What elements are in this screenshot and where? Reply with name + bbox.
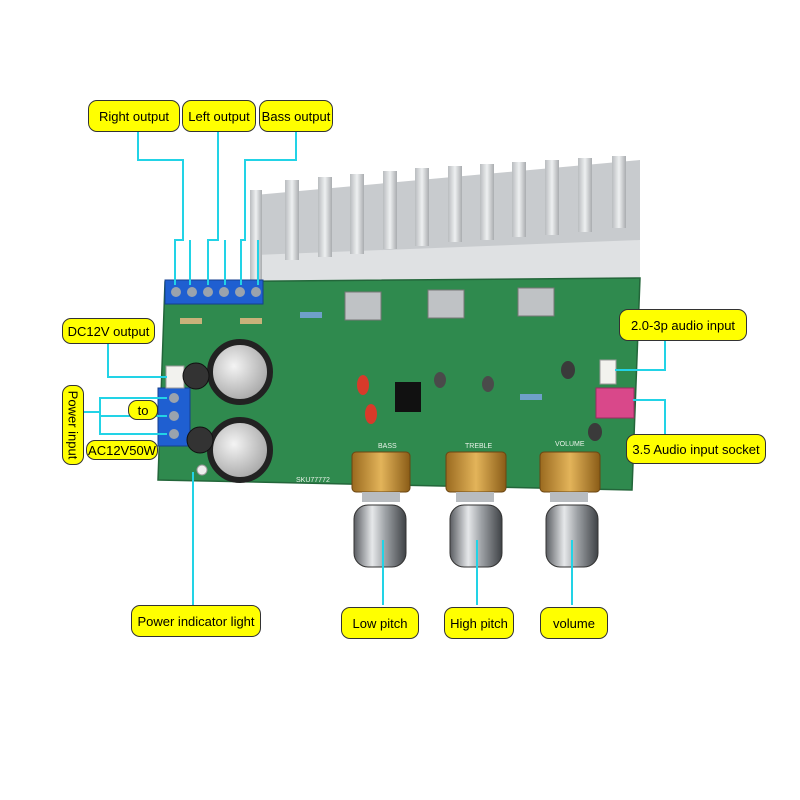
heatsink-fin	[512, 162, 526, 237]
heatsink-fin	[578, 158, 592, 232]
terminal-screw	[235, 287, 245, 297]
dc12v-connector	[165, 365, 185, 389]
power-led	[196, 464, 208, 476]
label-audio-input-socket: 3.5 Audio input socket	[626, 434, 766, 464]
board-label-volume: VOLUME	[555, 441, 585, 448]
bass-potentiometer	[351, 451, 411, 568]
heatsink-fin	[383, 171, 397, 249]
heatsink-fin	[318, 177, 332, 257]
terminal-screw	[251, 287, 261, 297]
label-low-pitch: Low pitch	[341, 607, 419, 639]
label-high-pitch: High pitch	[444, 607, 514, 639]
heatsink-fin	[480, 164, 494, 240]
small-components	[180, 312, 635, 476]
terminal-screw	[171, 287, 181, 297]
heatsink-fin	[415, 168, 429, 246]
label-bass-output: Bass output	[259, 100, 333, 132]
power-amplifier-chips	[344, 287, 555, 321]
label-power-input-text: Power input	[65, 390, 81, 460]
treble-potentiometer	[445, 451, 507, 568]
capacitor	[207, 417, 273, 483]
label-power-input: Power input	[62, 385, 84, 465]
bass-knob[interactable]	[353, 504, 407, 568]
label-dc12v-output: DC12V output	[62, 318, 155, 344]
volume-potentiometer	[539, 451, 601, 568]
terminal-screw	[203, 287, 213, 297]
label-left-output: Left output	[182, 100, 256, 132]
output-terminal-block	[164, 279, 264, 305]
heatsink-fin	[448, 166, 462, 242]
label-ac12v50w: AC12V50W	[86, 440, 158, 460]
audio-jack	[595, 387, 635, 419]
board-label-bass: BASS	[378, 443, 397, 450]
board-model-text: SKU77772	[296, 477, 330, 484]
label-audio-input-2p: 2.0-3p audio input	[619, 309, 747, 341]
ic-chip	[395, 382, 421, 412]
audio-input-connector	[599, 359, 617, 385]
label-power-indicator-light: Power indicator light	[131, 605, 261, 637]
board-label-treble: TREBLE	[465, 443, 493, 450]
terminal-screw	[219, 287, 229, 297]
heatsink-fin	[285, 180, 299, 260]
capacitor	[182, 362, 210, 390]
heatsink-fin	[350, 174, 364, 254]
label-right-output: Right output	[88, 100, 180, 132]
capacitor	[186, 426, 214, 454]
terminal-screw	[187, 287, 197, 297]
heatsink-fin	[545, 160, 559, 235]
label-volume: volume	[540, 607, 608, 639]
capacitor	[207, 339, 273, 405]
heatsink-fin	[612, 156, 626, 228]
label-to: to	[128, 400, 158, 420]
